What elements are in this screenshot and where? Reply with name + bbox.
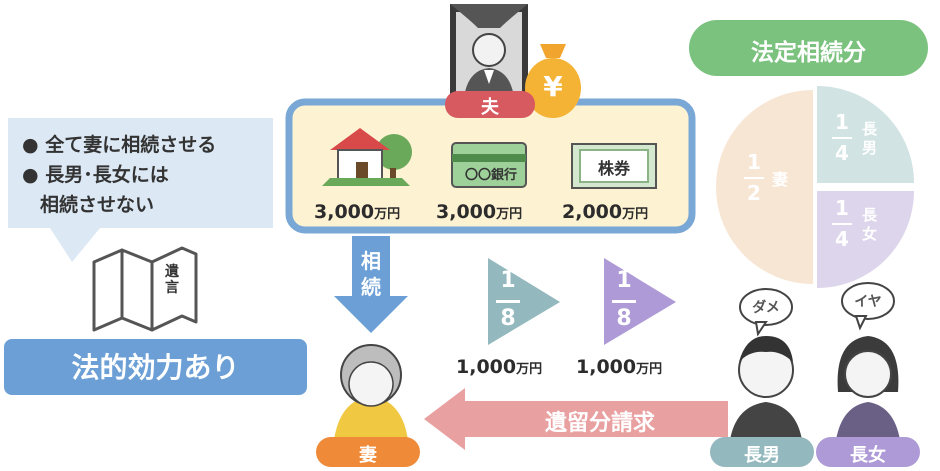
son-speech: ダメ <box>752 300 780 316</box>
pie-son-bar <box>832 137 852 139</box>
inherit-arrow-label: 相続 <box>361 249 381 299</box>
will-label: 遺言 <box>165 264 179 296</box>
pie-son-label: 長男 <box>862 120 878 157</box>
house-icon <box>322 128 412 186</box>
husband-label: 夫 <box>481 97 499 118</box>
wife-pill <box>316 437 420 467</box>
legal-effect-banner <box>4 339 307 395</box>
daughter-label: 長女 <box>850 445 886 466</box>
note-line-2: ● 長男･長女には <box>22 164 169 186</box>
son-icon <box>730 288 802 440</box>
wife-icon <box>334 344 408 440</box>
note-line-1: ● 全て妻に相続させる <box>22 134 217 156</box>
pie-daughter-bar <box>832 223 852 225</box>
pie-son-num: 1 <box>835 110 849 134</box>
share-2-bar <box>612 300 636 303</box>
daughter-pill <box>816 437 920 467</box>
bank-book-icon <box>451 142 527 188</box>
asset-amount-bank: 3,000万円 <box>436 201 523 223</box>
pie-son-den: 4 <box>835 141 849 165</box>
legal-share-title: 法定相続分 <box>751 40 866 66</box>
son-label: 長男 <box>744 445 780 466</box>
daughter-icon <box>836 282 900 440</box>
share-2-den: 8 <box>616 306 632 331</box>
share-triangle-2 <box>604 258 676 345</box>
asset-amount-stock: 2,000万円 <box>562 201 649 223</box>
will-document-icon <box>92 246 198 332</box>
share-1-num: 1 <box>500 268 516 293</box>
pie-wife-label: 妻 <box>772 170 789 189</box>
share-amount-1: 1,000万円 <box>456 356 543 378</box>
daughter-speech: イヤ <box>854 294 882 310</box>
pie-daughter-label: 長女 <box>862 206 878 243</box>
note-line-3: 相続させない <box>40 194 155 216</box>
inherit-arrow <box>334 236 408 333</box>
legal-effect-text: 法的効力あり <box>71 351 240 384</box>
pie-daughter-num: 1 <box>835 196 849 220</box>
legal-share-title-pill <box>689 20 928 76</box>
pie-wife-den: 2 <box>747 181 761 205</box>
legal-share-pie <box>716 86 914 288</box>
wife-label: 妻 <box>359 445 377 466</box>
asset-amount-house: 3,000万円 <box>314 201 401 223</box>
yen-symbol: ¥ <box>543 70 563 103</box>
claim-arrow-label: 遺留分請求 <box>544 411 655 436</box>
stock-caption: 株券 <box>597 159 630 178</box>
share-amount-2: 1,000万円 <box>576 356 663 378</box>
pie-daughter-den: 4 <box>835 227 849 251</box>
share-1-bar <box>496 300 520 303</box>
money-bag-yen-icon <box>525 44 581 118</box>
share-2-num: 1 <box>616 268 632 293</box>
son-pill <box>710 437 814 467</box>
stock-certificate-icon <box>571 143 657 189</box>
share-triangle-1 <box>488 258 560 345</box>
claim-arrow <box>424 388 728 450</box>
share-1-den: 8 <box>500 306 516 331</box>
husband-portrait-icon <box>450 4 528 94</box>
pie-wife-num: 1 <box>747 150 761 174</box>
note-bubble <box>8 118 273 262</box>
bank-caption: 〇〇銀行 <box>464 168 517 183</box>
pie-wife-bar <box>744 177 764 179</box>
husband-pill <box>445 91 535 118</box>
